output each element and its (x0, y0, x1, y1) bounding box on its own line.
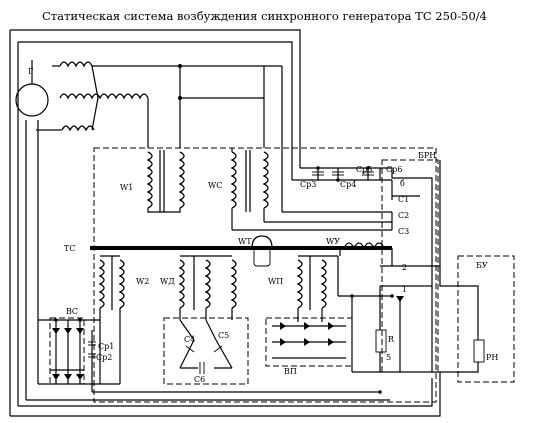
capacitors-cp3-cp6: Ср3 Ср4 Ср5 Ср6 (292, 165, 402, 189)
stator-windings (36, 61, 283, 148)
misc-wiring (91, 248, 394, 394)
brn-internals: 2 1 R 5 (352, 248, 440, 373)
w2-label: W2 (136, 277, 149, 286)
rectifier-vp: ВП (265, 295, 392, 376)
c5-label: С5 (218, 331, 229, 340)
cp2-label: Ср2 (96, 353, 112, 362)
cp4-label: Ср4 (340, 180, 356, 189)
windings-wt-wy: WТ WУ (238, 235, 385, 267)
terminal-2-label: 2 (402, 263, 407, 272)
capacitor-bank: С4 С5 С6 (163, 317, 249, 385)
winding-wc: WC (208, 148, 392, 231)
brn-terminals: БРН б С1 С2 С3 (391, 151, 436, 372)
terminal-c2-label: С2 (398, 211, 409, 220)
w1-label: W1 (120, 183, 133, 192)
r-label: R (388, 335, 395, 344)
cp1-label: Ср1 (98, 342, 114, 351)
wc-label: WC (208, 181, 222, 190)
bu-enclosure (457, 255, 515, 383)
terminal-5-label: 5 (386, 353, 391, 362)
vp-label: ВП (284, 367, 297, 376)
terminal-1-label: 1 (402, 285, 407, 294)
vs-label: ВС (66, 307, 78, 316)
c6-label: С6 (194, 375, 205, 384)
diagram-title: Статическая система возбуждения синхронн… (42, 9, 487, 23)
cp5-label: Ср5 (356, 165, 372, 174)
winding-w1: W1 (120, 150, 185, 213)
bu-block: БУ РН (420, 160, 498, 373)
brn-label: БРН (418, 151, 436, 160)
terminal-c3-label: С3 (398, 227, 409, 236)
wt-label: WТ (238, 237, 252, 246)
outer-wiring (9, 29, 441, 417)
terminal-6-label: б (400, 179, 405, 188)
rectifier-vs: ВС Ср1 Ср2 (38, 307, 114, 385)
ts-label: ТС (64, 244, 75, 253)
ts-bus: ТС (64, 244, 392, 253)
winding-w2: W2 (98, 255, 149, 330)
wp-label: WП (268, 277, 283, 286)
winding-wp: WП (268, 255, 339, 322)
terminal-c1-label: С1 (398, 195, 409, 204)
generator-symbol: Г (15, 60, 49, 117)
wy-label: WУ (326, 237, 340, 246)
bu-label: БУ (476, 261, 488, 270)
cp3-label: Ср3 (300, 180, 316, 189)
cp6-label: Ср6 (386, 165, 402, 174)
generator-label: Г (28, 67, 33, 76)
c4-label: С4 (184, 335, 195, 344)
ts-enclosure (93, 147, 437, 403)
winding-wd: WД (160, 255, 237, 320)
wd-label: WД (160, 277, 175, 286)
rn-label: РН (486, 353, 498, 362)
